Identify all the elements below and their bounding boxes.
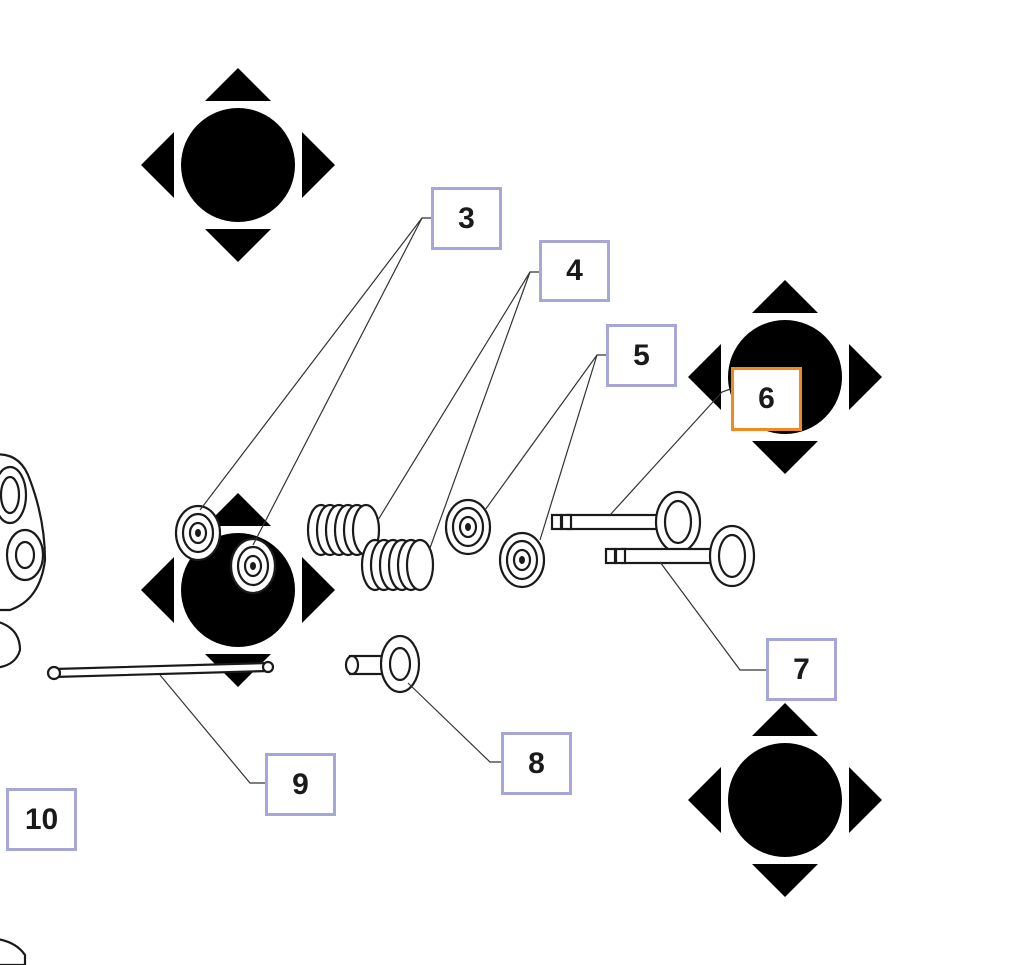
callout-4[interactable]: 4 [539, 240, 610, 302]
g-logo-icon [688, 703, 882, 897]
g-logo-icon [141, 493, 335, 687]
callout-10[interactable]: 10 [6, 788, 77, 851]
part-3-retainer [229, 537, 277, 595]
callout-5[interactable]: 5 [606, 324, 677, 387]
part-8-tappet [344, 634, 421, 694]
callout-7[interactable]: 7 [766, 638, 837, 701]
callout-3[interactable]: 3 [431, 187, 502, 250]
callout-8[interactable]: 8 [501, 732, 572, 795]
part-4-spring [360, 538, 435, 592]
part-5-seal [444, 498, 492, 556]
callout-6-selected[interactable]: 6 [731, 367, 802, 431]
callout-9[interactable]: 9 [265, 753, 336, 816]
part-9-push-rod [46, 660, 275, 681]
rocker-arm-partial [0, 453, 47, 965]
leader-lines [159, 217, 768, 784]
part-6-intake-valve [550, 490, 702, 554]
part-5-seal [498, 531, 546, 589]
g-logo-icon [141, 68, 335, 262]
part-3-retainer [174, 504, 222, 562]
